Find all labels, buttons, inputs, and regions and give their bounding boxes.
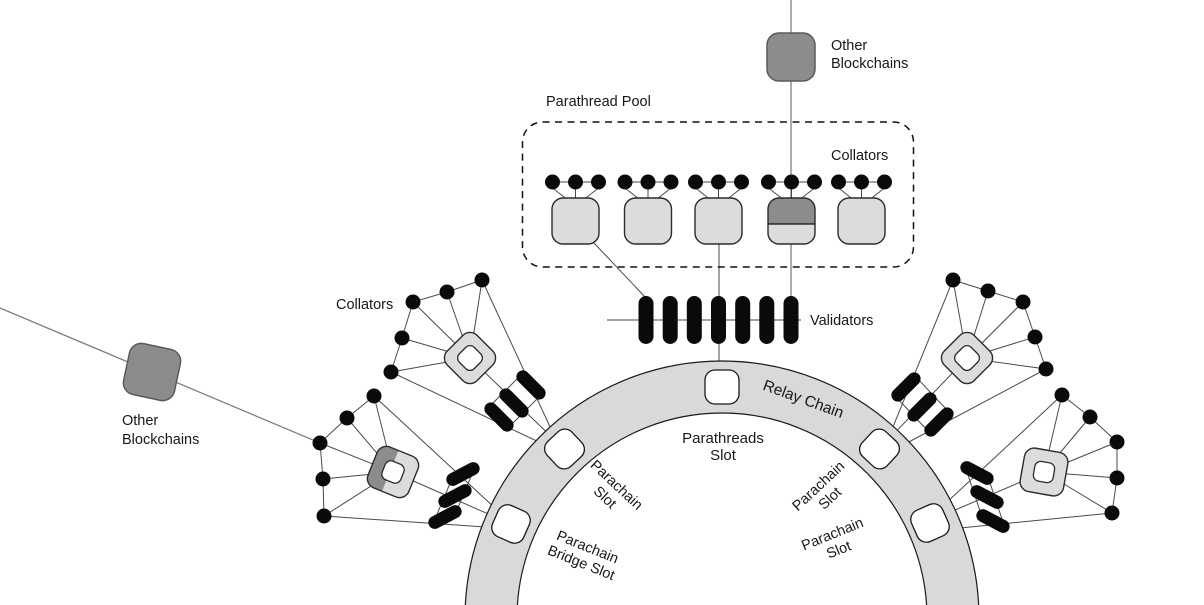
parathread-pool-border xyxy=(521,121,915,268)
parachain-node-hole xyxy=(381,460,405,484)
validator-pill xyxy=(638,296,654,344)
parathread-unit xyxy=(545,174,606,245)
parachain-blocks xyxy=(891,372,954,437)
parathreads-slot xyxy=(704,369,740,405)
parachain-upper-left xyxy=(383,272,565,453)
collator-to-slot-line xyxy=(939,512,1113,531)
parathread-unit-bridged xyxy=(761,174,822,245)
left-collators-label: Collators xyxy=(336,297,394,313)
collator-to-slot-line xyxy=(889,368,1047,453)
parachain-upper-right xyxy=(879,272,1054,453)
parathread-block xyxy=(623,197,673,245)
collator-dots xyxy=(945,272,1054,377)
parathread-unit xyxy=(617,174,679,245)
validators-label: Validators xyxy=(810,313,874,329)
validator-pill xyxy=(735,296,751,344)
parathread-unit xyxy=(688,174,749,245)
parathread-block xyxy=(694,197,743,245)
other-blockchains-left-label: Other Blockchains xyxy=(122,413,200,448)
parachain-blocks xyxy=(484,370,546,432)
collator-to-slot-line xyxy=(390,371,561,453)
collator-to-slot-line xyxy=(481,279,559,445)
parachain-node xyxy=(940,331,994,385)
bridge-parachain-node xyxy=(366,445,420,499)
collator-dots xyxy=(1054,387,1125,521)
pool-to-validator-line xyxy=(593,242,647,299)
collator-to-slot-line xyxy=(323,515,501,529)
collator-dots xyxy=(312,388,382,524)
other-blockchain-box-left xyxy=(122,342,182,402)
validator-pills xyxy=(638,296,799,344)
validators-group xyxy=(593,242,801,368)
parathreads-slot-label: Parathreads Slot xyxy=(682,430,764,464)
relay-chain-ring xyxy=(464,360,980,605)
validator-pill xyxy=(711,296,726,344)
bridge-dark-top xyxy=(768,198,815,224)
other-blockchain-box-top xyxy=(766,32,816,82)
parachain-node-hole xyxy=(953,344,981,372)
parathread-units xyxy=(545,174,892,245)
parachain-slot-left xyxy=(543,428,586,470)
collator-dots xyxy=(383,272,490,380)
collator-to-slot-line xyxy=(373,395,510,522)
validator-pill xyxy=(783,296,799,344)
parachain-bridge-left xyxy=(312,388,512,529)
parachain-bridge-slot xyxy=(491,504,531,544)
parachain-node xyxy=(443,331,497,385)
parathread-pool-label: Parathread Pool xyxy=(546,94,651,110)
collator-to-slot-line xyxy=(885,279,954,445)
parachain-blocks xyxy=(960,461,1010,533)
parachain-node-hole xyxy=(456,344,484,372)
validator-pill xyxy=(759,296,775,344)
validator-pill xyxy=(686,296,702,344)
collator-to-slot-line xyxy=(931,394,1063,517)
validator-pill xyxy=(662,296,678,344)
parachain-node xyxy=(1019,447,1069,497)
pool-collators-label: Collators xyxy=(831,148,889,164)
other-blockchains-top-label: Other Blockchains xyxy=(831,38,909,72)
parathread-block xyxy=(551,197,600,245)
parachain-blocks xyxy=(428,462,480,529)
parachain-slot-right-upper xyxy=(858,428,901,470)
parathread-pool-group xyxy=(521,121,915,268)
relay-chain-slots xyxy=(491,369,950,544)
parachain-lower-right xyxy=(926,387,1125,533)
parachain-slot-right-lower xyxy=(910,503,950,543)
parathread-unit xyxy=(831,174,892,245)
parachain-node-hole xyxy=(1032,460,1056,484)
parathread-block xyxy=(837,197,886,245)
